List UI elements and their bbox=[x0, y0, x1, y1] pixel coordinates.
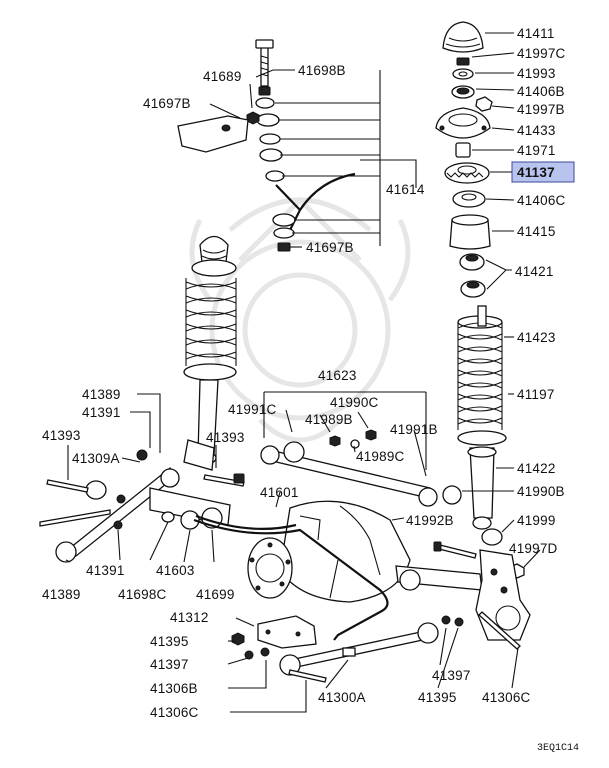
shock-body-right-part bbox=[469, 447, 495, 519]
leader-lines bbox=[65, 32, 541, 713]
part-label: 41422 bbox=[517, 461, 556, 476]
bracket-41697b-part bbox=[177, 115, 249, 153]
part-label: 41397 bbox=[432, 668, 471, 683]
part-label: 41421 bbox=[515, 264, 554, 279]
nut-41997c-part bbox=[456, 57, 470, 66]
bushing-41990b-part bbox=[481, 528, 503, 546]
part-labels: 41411 41997C 41993 41406B 41997B 41433 4… bbox=[42, 26, 579, 754]
stabilizer-link-group bbox=[177, 39, 356, 252]
part-label: 41433 bbox=[517, 123, 556, 138]
sway-bar-part bbox=[193, 518, 389, 641]
collar-41971-part bbox=[455, 142, 471, 158]
part-label: 41393 bbox=[42, 428, 81, 443]
bolt-41999-part bbox=[438, 544, 477, 559]
part-label: 41395 bbox=[418, 690, 457, 705]
bumper-top-41406c-part bbox=[452, 190, 486, 208]
part-label: 41999 bbox=[517, 513, 556, 528]
link-bolt-41698b-part bbox=[260, 45, 269, 87]
part-label: 41391 bbox=[86, 563, 125, 578]
part-label: 41698C bbox=[118, 587, 167, 602]
part-label: 41415 bbox=[517, 224, 556, 239]
part-label: 41312 bbox=[170, 610, 209, 625]
part-label: 41623 bbox=[318, 368, 357, 383]
part-label: 41997C bbox=[517, 46, 566, 61]
part-label: 41990B bbox=[517, 484, 565, 499]
spring-seat-41137-part bbox=[444, 162, 490, 184]
part-label: 41997D bbox=[509, 541, 558, 556]
part-label: 41997B bbox=[517, 102, 565, 117]
shock-absorber-right-part bbox=[477, 305, 487, 327]
watermark-emblem bbox=[189, 196, 411, 443]
part-label: 41393 bbox=[206, 430, 245, 445]
part-label: 41306C bbox=[482, 690, 531, 705]
part-label: 41406B bbox=[517, 84, 565, 99]
part-label: 41989B bbox=[305, 412, 353, 427]
part-label: 41406C bbox=[517, 193, 566, 208]
hub-knuckle-part bbox=[475, 549, 531, 641]
part-label: 41300A bbox=[318, 690, 366, 705]
left-strut-assembly bbox=[183, 235, 237, 465]
part-label: 41395 bbox=[150, 634, 189, 649]
part-label: 41389 bbox=[42, 587, 81, 602]
part-label: 41698B bbox=[298, 63, 346, 78]
bracket-41312-part bbox=[257, 615, 317, 649]
part-label: 41689 bbox=[203, 69, 242, 84]
part-label-selected[interactable]: 41137 bbox=[517, 165, 555, 180]
axle-and-arms bbox=[39, 429, 531, 683]
dust-cap-part bbox=[442, 21, 484, 53]
part-label: 41991B bbox=[390, 422, 438, 437]
washer-41993-part bbox=[452, 68, 474, 80]
part-label: 41992B bbox=[406, 513, 454, 528]
part-label: 41990C bbox=[330, 395, 379, 410]
part-label: 41603 bbox=[156, 563, 195, 578]
nut-41997b-part bbox=[475, 96, 493, 112]
part-label: 41389 bbox=[82, 387, 121, 402]
part-label: 41971 bbox=[517, 143, 556, 158]
lower-spring-seat-part bbox=[457, 430, 507, 446]
part-label: 41697B bbox=[306, 240, 354, 255]
part-label: 41991C bbox=[228, 402, 277, 417]
part-label: 41306C bbox=[150, 705, 199, 720]
coil-spring-left-part bbox=[185, 278, 237, 366]
part-label: 41993 bbox=[517, 66, 556, 81]
part-label: 41601 bbox=[260, 485, 299, 500]
part-label: 41197 bbox=[517, 387, 555, 402]
boot-41415-part bbox=[449, 219, 491, 250]
part-label: 41989C bbox=[356, 449, 405, 464]
differential-housing-part bbox=[247, 500, 483, 603]
coil-spring-right-part bbox=[457, 315, 503, 430]
part-label: 41697B bbox=[143, 96, 191, 111]
upper-mount-part bbox=[435, 107, 491, 139]
strut-assembly bbox=[433, 21, 525, 579]
part-label: 41391 bbox=[82, 405, 121, 420]
part-label: 41614 bbox=[386, 182, 425, 197]
part-label: 41423 bbox=[517, 330, 556, 345]
part-label: 41411 bbox=[517, 26, 555, 41]
diagram-code: 3EQ1C14 bbox=[537, 743, 579, 754]
part-label: 41397 bbox=[150, 657, 189, 672]
part-label: 41306B bbox=[150, 681, 198, 696]
part-label: 41699 bbox=[196, 587, 235, 602]
part-label: 41309A bbox=[72, 451, 120, 466]
